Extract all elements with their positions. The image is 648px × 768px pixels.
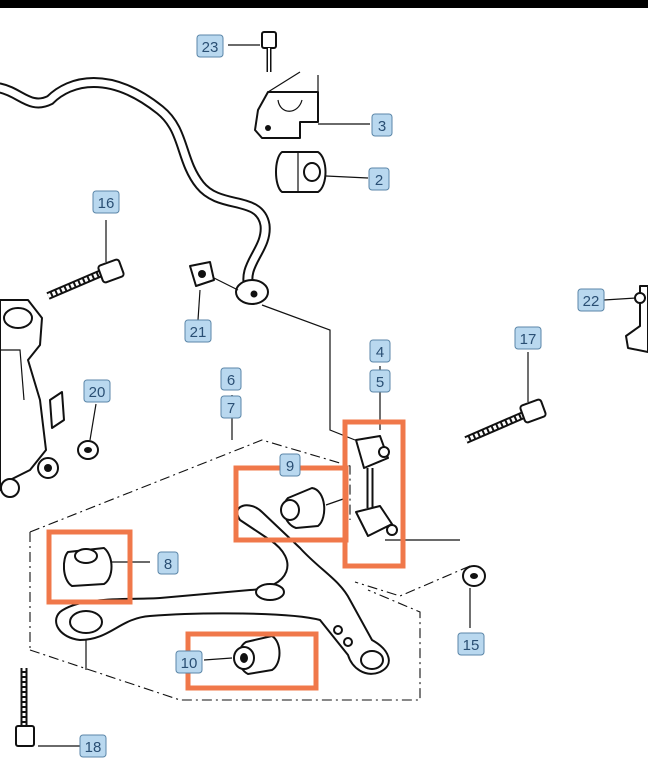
- callout-2: 2: [368, 167, 390, 191]
- callout-21: 21: [184, 319, 212, 343]
- svg-text:5: 5: [376, 374, 384, 391]
- svg-text:6: 6: [227, 372, 235, 389]
- nut-21: [189, 261, 239, 321]
- callout-5: 5: [369, 369, 391, 393]
- callout-23: 23: [196, 34, 224, 58]
- callout-16: 16: [92, 190, 120, 214]
- bolt-18: [15, 668, 80, 747]
- bolt-17: [464, 352, 547, 444]
- stabilizer-bar: [0, 77, 271, 305]
- highlight-box-8: [46, 529, 133, 605]
- svg-text:10: 10: [181, 655, 198, 672]
- highlight-box-link: [342, 419, 406, 569]
- svg-text:8: 8: [164, 556, 172, 573]
- bushing-8: [62, 547, 150, 587]
- bolt-23: [228, 31, 277, 72]
- bracket-3: [254, 71, 370, 139]
- knuckle: [0, 299, 65, 498]
- nut-15: [462, 565, 486, 628]
- part-22: [603, 285, 648, 353]
- top-border: [0, 0, 648, 8]
- svg-text:20: 20: [89, 384, 106, 401]
- svg-text:21: 21: [190, 324, 207, 341]
- svg-text:17: 17: [520, 331, 537, 348]
- lower-control-arm: [55, 504, 390, 675]
- nut-20: [77, 403, 99, 460]
- callout-4: 4: [369, 339, 391, 363]
- svg-text:4: 4: [376, 344, 384, 361]
- svg-text:2: 2: [375, 172, 383, 189]
- bolt-16: [46, 220, 125, 300]
- svg-text:7: 7: [227, 400, 235, 417]
- svg-text:18: 18: [85, 739, 102, 756]
- bushing-2: [275, 151, 369, 193]
- svg-text:3: 3: [378, 118, 386, 135]
- callout-22: 22: [577, 288, 605, 312]
- callout-20: 20: [83, 379, 111, 403]
- callout-15: 15: [457, 632, 485, 656]
- callout-18: 18: [79, 734, 107, 758]
- bushing-10: [203, 635, 281, 675]
- stabilizer-link: [355, 378, 398, 537]
- svg-text:15: 15: [463, 637, 480, 654]
- callout-6: 6: [220, 367, 242, 391]
- svg-text:22: 22: [583, 293, 600, 310]
- svg-text:23: 23: [202, 39, 219, 56]
- svg-text:16: 16: [98, 195, 115, 212]
- callout-10: 10: [175, 650, 203, 674]
- callout-3: 3: [371, 113, 393, 137]
- callout-7: 7: [220, 395, 242, 419]
- callout-17: 17: [514, 326, 542, 350]
- callout-8: 8: [157, 551, 179, 575]
- bushing-9: [280, 487, 347, 529]
- callout-9: 9: [279, 453, 301, 477]
- svg-text:9: 9: [286, 458, 294, 475]
